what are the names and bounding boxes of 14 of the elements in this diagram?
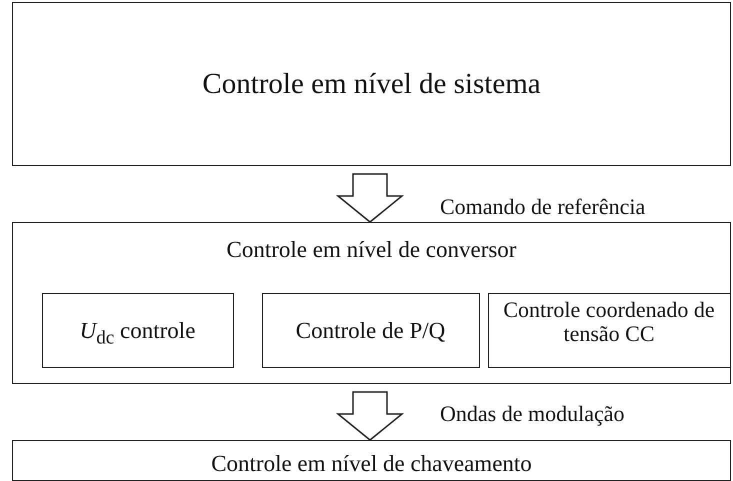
box-label: U$_{dc}$ controle: [78, 318, 196, 348]
process-box: [42, 292, 234, 368]
process-box: [12, 2, 731, 166]
process-box: [262, 292, 480, 368]
box-label: Controle de P/Q: [294, 318, 446, 343]
box-label: Controle em nível de conversor: [226, 237, 518, 262]
block-arrow: [336, 173, 404, 223]
box-label: Controle coordenado de tensão CC: [502, 298, 716, 346]
process-box: [12, 440, 731, 481]
box-label: Controle em nível de sistema: [201, 69, 542, 101]
block-arrow: [336, 391, 404, 441]
process-box: [488, 292, 730, 368]
process-box: [12, 222, 731, 384]
box-label: Controle em nível de chaveamento: [210, 451, 533, 476]
